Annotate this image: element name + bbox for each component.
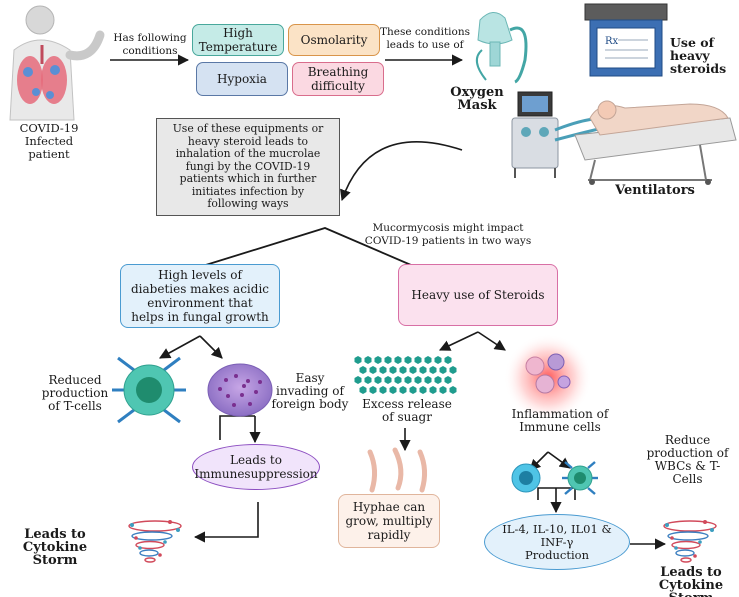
sugar-hexagon [389,366,397,374]
sugar-hexagon [354,356,362,364]
sugar-hexagon [419,386,427,394]
conditions-arrow-label: Has following conditions [113,32,187,57]
sugar-hexagon [409,386,417,394]
cytokine-storm-left-label: Leads to Cytokine Storm [22,527,88,568]
sugar-hexagon [444,356,452,364]
sugar-hexagon [384,356,392,364]
sugar-hexagon [424,376,432,384]
sugar-hexagon [389,386,397,394]
use-arrow-label: These conditions leads to use of [380,26,471,51]
diabetes-box: High levels of diabeties makes acidic en… [120,264,280,328]
sugar-hexagon [434,356,442,364]
immune-cell-blue-illustration [511,463,541,493]
sugar-hexagon [419,366,427,374]
immune-cell-green-illustration [562,461,598,495]
sugar-hexagon [369,366,377,374]
sugar-hexagon [394,356,402,364]
sugar-hexagon [379,366,387,374]
arrow-diabetes-tcell [159,335,201,359]
excess-sugar-label: Excess release of suagr [362,397,452,424]
sugar-hexagon [439,386,447,394]
oxygen-mask-illustration [475,12,528,84]
sugar-hexagon [449,386,457,394]
interleukin-production-box: IL-4, IL-10, IL01 & INF-γ Production [484,514,630,570]
sugar-hexagon [359,366,367,374]
condition-osmolarity: Osmolarity [288,24,380,56]
sugar-hexagon [424,356,432,364]
steroid-bottle-illustration: Rx [584,3,668,77]
inflammation-illustration [504,334,592,422]
sugar-hexagon [364,376,372,384]
immunesuppression-box: Leads to Immunesuppression [192,444,320,490]
hospital-bed-illustration [574,100,737,185]
foreign-body-cell-illustration [207,363,273,417]
inflammation-label: Inflammation of Immune cells [511,407,609,434]
sugar-hexagon [409,366,417,374]
sugar-chain-illustration [354,356,457,394]
cytokine-storm-left-illustration [128,520,182,563]
connector-immuno-top [219,415,255,440]
cytokine-storm-right-label: Leads to Cytokine Storm [658,565,724,597]
arrow-inflammation-cells-right [547,451,571,469]
arrow-steroid-sugar [438,331,479,351]
patient-label: COVID-19 Infected patient [19,121,79,161]
steroids-label: Use of heavy steroids [670,35,727,76]
steroid-use-box: Heavy use of Steroids [398,264,558,326]
sugar-hexagon [399,386,407,394]
sugar-hexagon [359,386,367,394]
sugar-hexagon [374,376,382,384]
sugar-hexagon [364,356,372,364]
arrow-immuno-cytokine [193,502,259,543]
arrow-steroid-inflammation [477,331,506,351]
hyphae-illustration [367,447,428,493]
sugar-hexagon [404,376,412,384]
sugar-hexagon [379,386,387,394]
ventilators-label: Ventilators [615,183,695,198]
oxygen-mask-label: Oxygen Mask [450,85,504,113]
inhalation-explanation-box: Use of these equipments or heavy steroid… [156,118,340,216]
condition-hypoxia: Hypoxia [196,62,288,96]
sugar-hexagon [444,376,452,384]
sugar-hexagon [429,366,437,374]
sugar-hexagon [429,386,437,394]
sugar-hexagon [399,366,407,374]
arrow-ventilator-box [340,141,463,202]
rx-symbol: Rx [605,36,619,47]
sugar-hexagon [439,366,447,374]
sugar-hexagon [354,376,362,384]
branch-lines [195,227,419,269]
hyphae-box: Hyphae can grow, multiply rapidly [338,494,440,548]
sugar-hexagon [414,356,422,364]
t-cell-illustration [112,356,186,424]
reduce-wbc-label: Reduce production of WBCs & T-Cells [646,433,729,486]
sugar-hexagon [449,366,457,374]
condition-high-temperature: High Temperature [192,24,284,56]
sugar-hexagon [414,376,422,384]
sugar-hexagon [404,356,412,364]
arrow-diabetes-foreign [199,335,223,359]
easy-invading-label: Easy invading of foreign body [271,371,349,411]
sugar-hexagon [369,386,377,394]
patient-illustration [9,5,105,121]
sugar-hexagon [384,376,392,384]
reduced-tcells-label: Reduced production of T-cells [41,373,109,413]
condition-breathing-difficulty: Breathing difficulty [292,62,384,96]
sugar-hexagon [374,356,382,364]
mucormycosis-label: Mucormycosis might impact COVID-19 patie… [364,222,532,247]
cytokine-storm-right-illustration [663,520,717,563]
sugar-hexagon [394,376,402,384]
sugar-hexagon [434,376,442,384]
